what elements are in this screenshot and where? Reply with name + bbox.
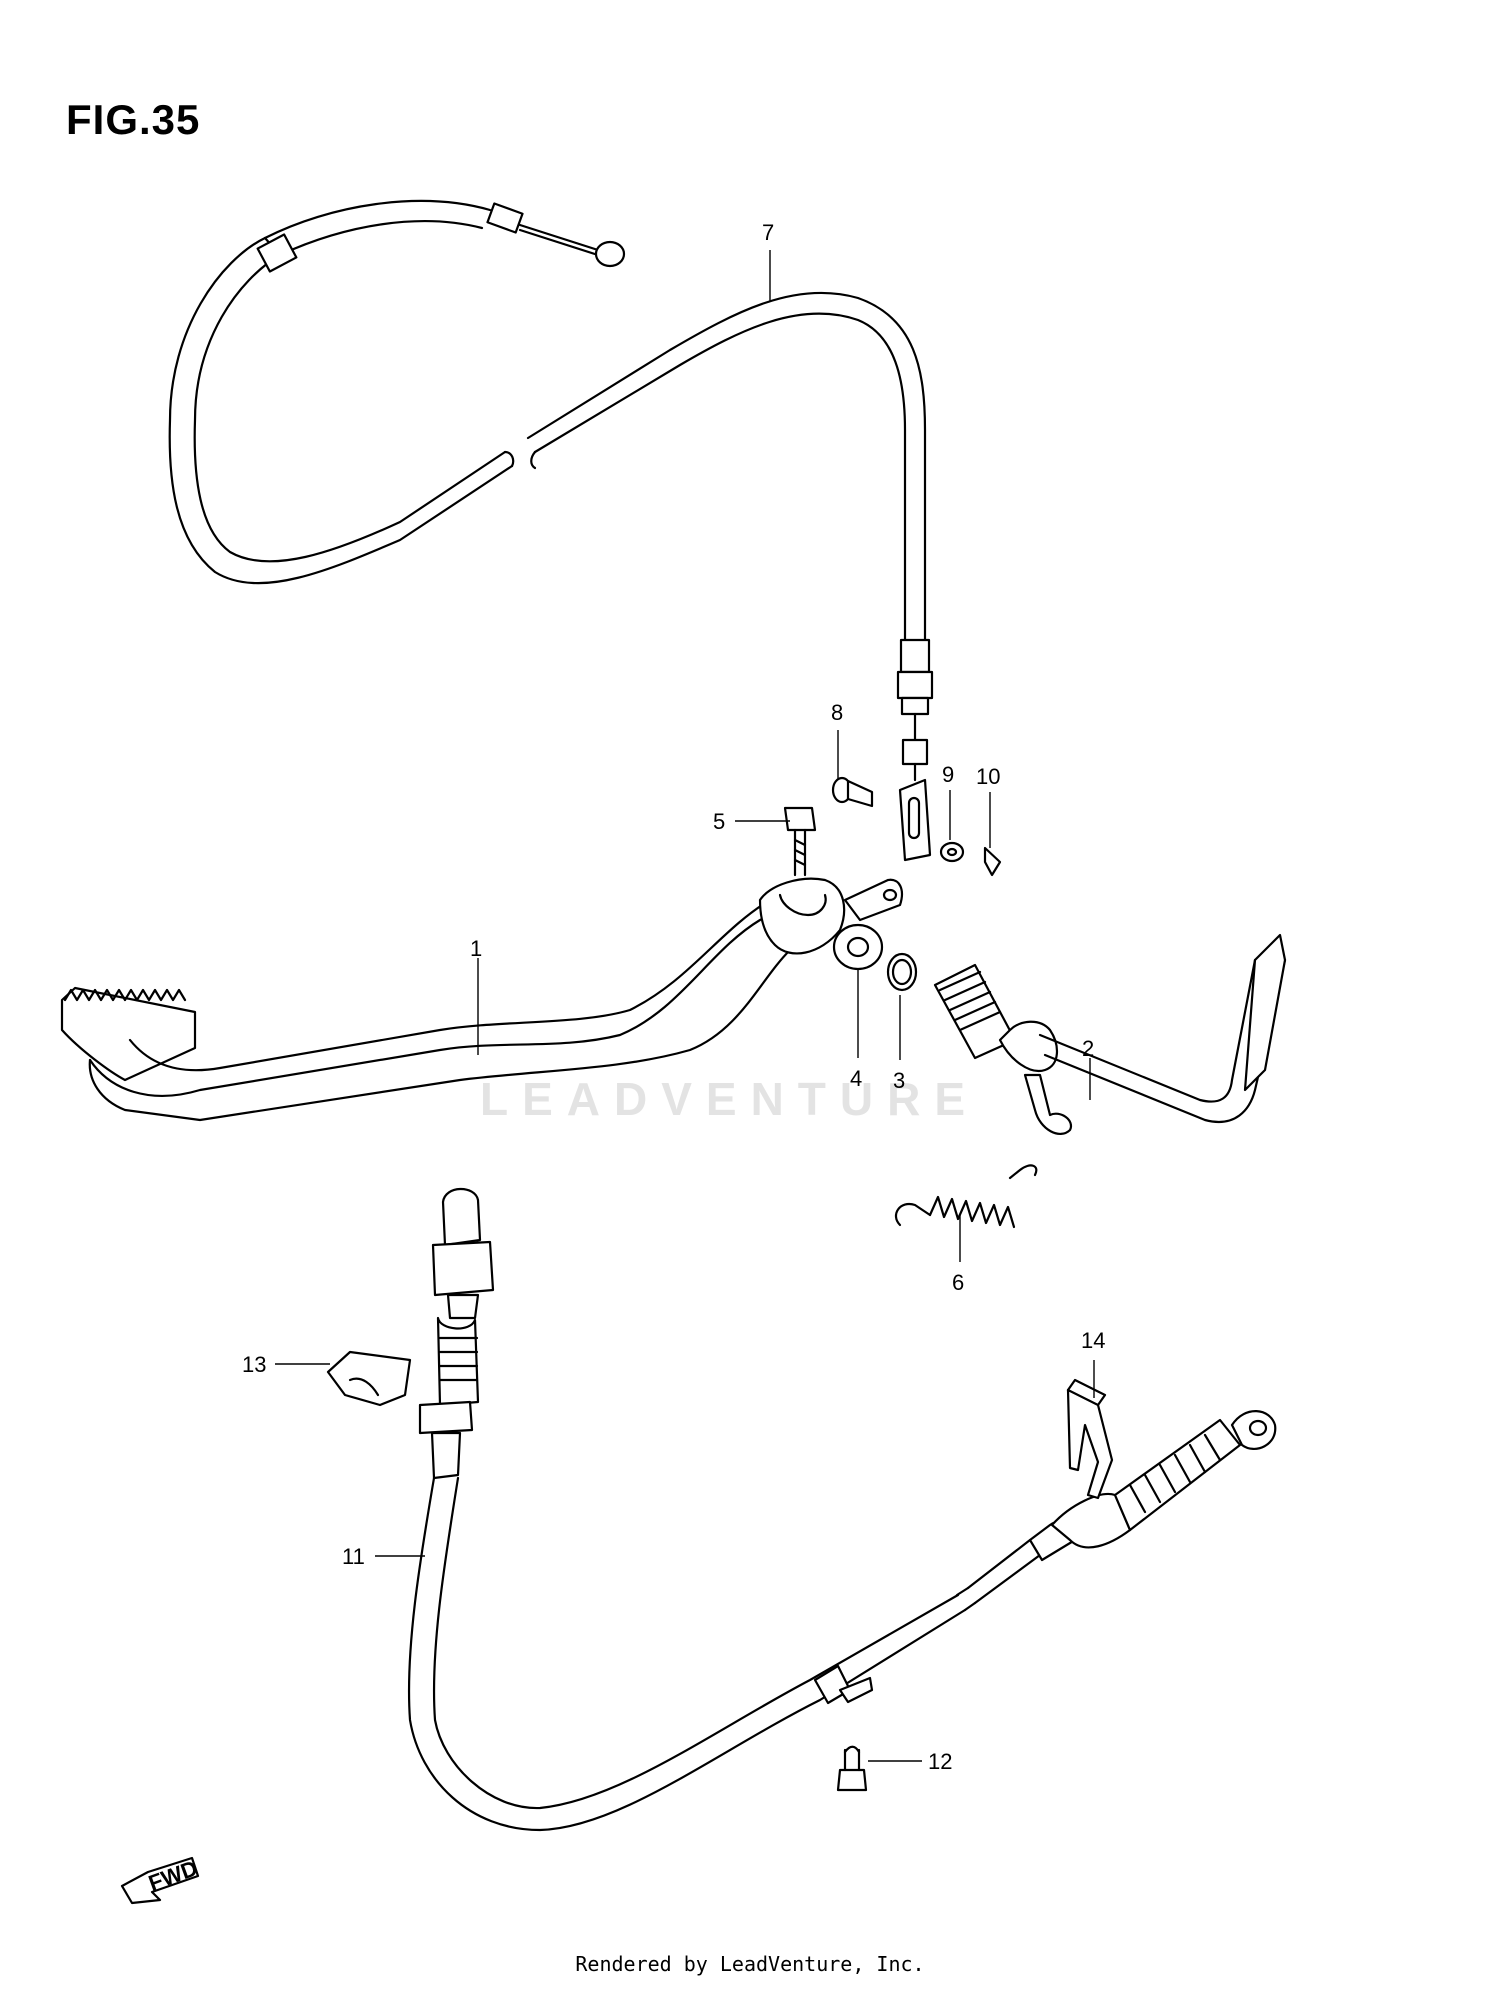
- callout-14[interactable]: 14: [1081, 1328, 1105, 1353]
- callout-8[interactable]: 8: [831, 700, 843, 725]
- callout-3[interactable]: 3: [893, 1068, 905, 1093]
- callout-4[interactable]: 4: [850, 1066, 862, 1091]
- callout-1[interactable]: 1: [470, 936, 482, 961]
- callout-6[interactable]: 6: [952, 1270, 964, 1295]
- footer-credit: Rendered by LeadVenture, Inc.: [575, 1952, 925, 1976]
- callout-5[interactable]: 5: [713, 809, 725, 834]
- clip-13[interactable]: [326, 1350, 412, 1407]
- pedal-lever-2[interactable]: [933, 933, 1287, 1135]
- bolt-12[interactable]: [836, 1745, 868, 1792]
- callout-2[interactable]: 2: [1082, 1036, 1094, 1061]
- callout-labels: 1 2 3 4 5 6 7 8 9 10 11 12 13 14: [242, 220, 1105, 1774]
- watermark: LEADVENTURE: [480, 1073, 980, 1125]
- brake-pedal-1[interactable]: [60, 877, 904, 1122]
- o-ring-3[interactable]: [886, 952, 918, 992]
- figure-title: FIG.35: [66, 96, 201, 143]
- lower-cable-11[interactable]: [407, 1187, 1277, 1832]
- callout-11[interactable]: 11: [342, 1544, 365, 1569]
- clevis-pin-8[interactable]: [831, 776, 874, 808]
- cotter-pin-10[interactable]: [983, 846, 1002, 877]
- rod-end-bracket[interactable]: [898, 762, 932, 862]
- return-spring-6[interactable]: [894, 1164, 1038, 1229]
- bolt-5[interactable]: [783, 806, 817, 877]
- callout-13[interactable]: 13: [242, 1352, 266, 1377]
- callout-leaders: [275, 250, 1095, 1762]
- clamp-14[interactable]: [1066, 1378, 1114, 1500]
- cable-7[interactable]: [168, 199, 934, 766]
- fwd-label: FWD: [145, 1855, 201, 1896]
- callout-10[interactable]: 10: [976, 764, 1000, 789]
- callout-12[interactable]: 12: [928, 1749, 952, 1774]
- fwd-direction-badge: FWD: [120, 1855, 201, 1905]
- callout-9[interactable]: 9: [942, 762, 954, 787]
- callout-7[interactable]: 7: [762, 220, 774, 245]
- washer-4[interactable]: [832, 923, 884, 971]
- washer-9[interactable]: [939, 841, 965, 863]
